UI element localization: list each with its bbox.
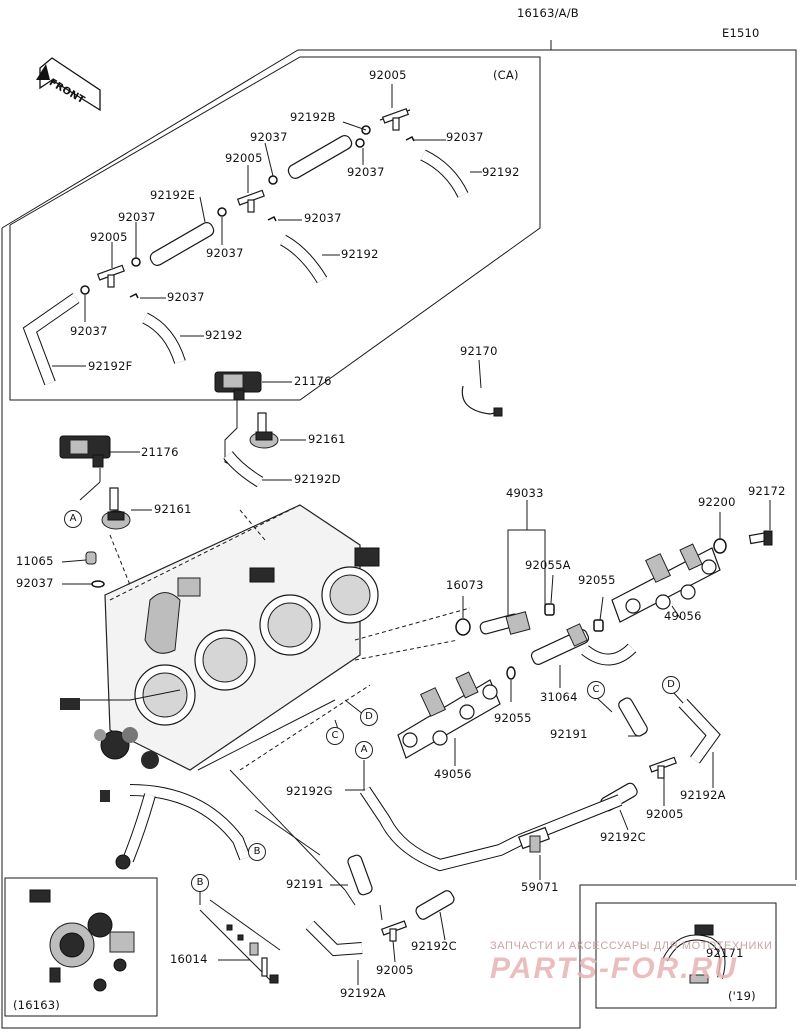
ca-variant-label: (CA) (493, 68, 519, 82)
callout-a: A (355, 741, 373, 759)
assembly-number: 16163/A/B (517, 6, 579, 20)
part-label: 16014 (170, 952, 208, 966)
front-arrow-icon (36, 57, 101, 112)
part-label: 92055A (525, 558, 571, 572)
part-label: 92192B (290, 110, 336, 124)
t-fitting-icon (380, 920, 408, 942)
clip-icon (91, 580, 105, 588)
cap-11065-icon (85, 551, 97, 565)
part-label: 92037 (206, 246, 244, 260)
throttle-subassembly-icon (29, 889, 135, 992)
part-label: 92037 (16, 576, 54, 590)
sensor-21176-icon (59, 435, 111, 468)
part-label: 92192C (600, 830, 646, 844)
part-label: 92192D (294, 472, 341, 486)
part-label: 49056 (664, 609, 702, 623)
clamp-92171-icon (662, 924, 726, 984)
t-fitting-icon (648, 756, 677, 779)
injector-icon (479, 611, 531, 635)
main-frame-bottom (1, 228, 796, 1029)
part-label: 92192 (341, 247, 379, 261)
part-label: 49056 (434, 767, 472, 781)
sensor-92161-icon (249, 412, 279, 449)
inset-16163-frame (4, 877, 158, 1017)
part-label: 92192 (482, 165, 520, 179)
part-label: 92037 (304, 211, 342, 225)
clip-icon (80, 125, 415, 299)
tube-icon (415, 890, 455, 920)
part-label: 92192G (286, 784, 333, 798)
fuel-rail-icon (611, 543, 721, 623)
part-label: 92005 (376, 963, 414, 977)
part-label: 92037 (250, 130, 288, 144)
part-label: 92192 (205, 328, 243, 342)
part-label: 49033 (506, 486, 544, 500)
bolt-icon (748, 530, 773, 546)
band-icon (461, 385, 503, 417)
callout-d: D (360, 708, 378, 726)
callout-c: C (587, 681, 605, 699)
part-label: 92037 (70, 324, 108, 338)
part-label: 92037 (167, 290, 205, 304)
part-label: 92172 (748, 484, 786, 498)
part-label: 92191 (550, 727, 588, 741)
tube-icon (618, 697, 648, 737)
watermark-logo: PARTS-FOR.RU (490, 952, 738, 985)
part-label: 92192A (340, 986, 386, 1000)
inset-19-frame (595, 902, 777, 1009)
ca-inset-frame (9, 56, 541, 401)
part-label: 92005 (225, 151, 263, 165)
inset-16163-label: (16163) (13, 998, 60, 1012)
part-label: 92192A (680, 788, 726, 802)
throttle-body-icon (60, 504, 380, 870)
part-label: 92005 (646, 807, 684, 821)
part-label: 92161 (308, 432, 346, 446)
callout-c: C (326, 727, 344, 745)
main-frame-top (1, 49, 797, 880)
part-label: 92037 (446, 130, 484, 144)
t-fitting-icon (236, 189, 265, 213)
part-label: 92055 (578, 573, 616, 587)
part-label: 92200 (698, 495, 736, 509)
watermark-caption: ЗАПЧАСТИ И АКСЕССУАРЫ ДЛЯ МОТОТЕХНИКИ (490, 940, 773, 952)
sensor-92161-icon (101, 487, 131, 530)
part-label: 92005 (90, 230, 128, 244)
callout-a: A (64, 510, 82, 528)
part-label: 21176 (141, 445, 179, 459)
part-label: 92191 (286, 877, 324, 891)
callout-b: B (191, 874, 209, 892)
part-label: 92170 (460, 344, 498, 358)
connector-59071-icon (518, 826, 550, 853)
inset-19-label: ('19) (728, 989, 756, 1003)
sensor-21176-icon (214, 371, 262, 401)
part-label: 92037 (118, 210, 156, 224)
figure-code: E1510 (722, 26, 760, 40)
part-label: 92005 (369, 68, 407, 82)
part-label: 92171 (706, 946, 744, 960)
joint-31064-icon (530, 623, 637, 666)
part-label: 92037 (347, 165, 385, 179)
callout-b: B (248, 843, 266, 861)
part-label: 21176 (294, 374, 332, 388)
part-label: 16073 (446, 578, 484, 592)
part-label: 92161 (154, 502, 192, 516)
tube-icon (149, 135, 353, 266)
screw-kit-icon (199, 899, 281, 984)
part-label: 92192E (150, 188, 196, 202)
fuel-rail-icon (397, 671, 501, 759)
part-label: 92192F (88, 359, 133, 373)
part-label: 31064 (540, 690, 578, 704)
part-label: 59071 (521, 880, 559, 894)
callout-d: D (662, 676, 680, 694)
part-label: 11065 (16, 554, 54, 568)
t-fitting-icon (379, 107, 411, 131)
t-fitting-icon (96, 264, 125, 288)
part-label: 92192C (411, 939, 457, 953)
part-label: 92055 (494, 711, 532, 725)
o-ring-icon (455, 538, 727, 680)
tube-icon (347, 854, 373, 896)
